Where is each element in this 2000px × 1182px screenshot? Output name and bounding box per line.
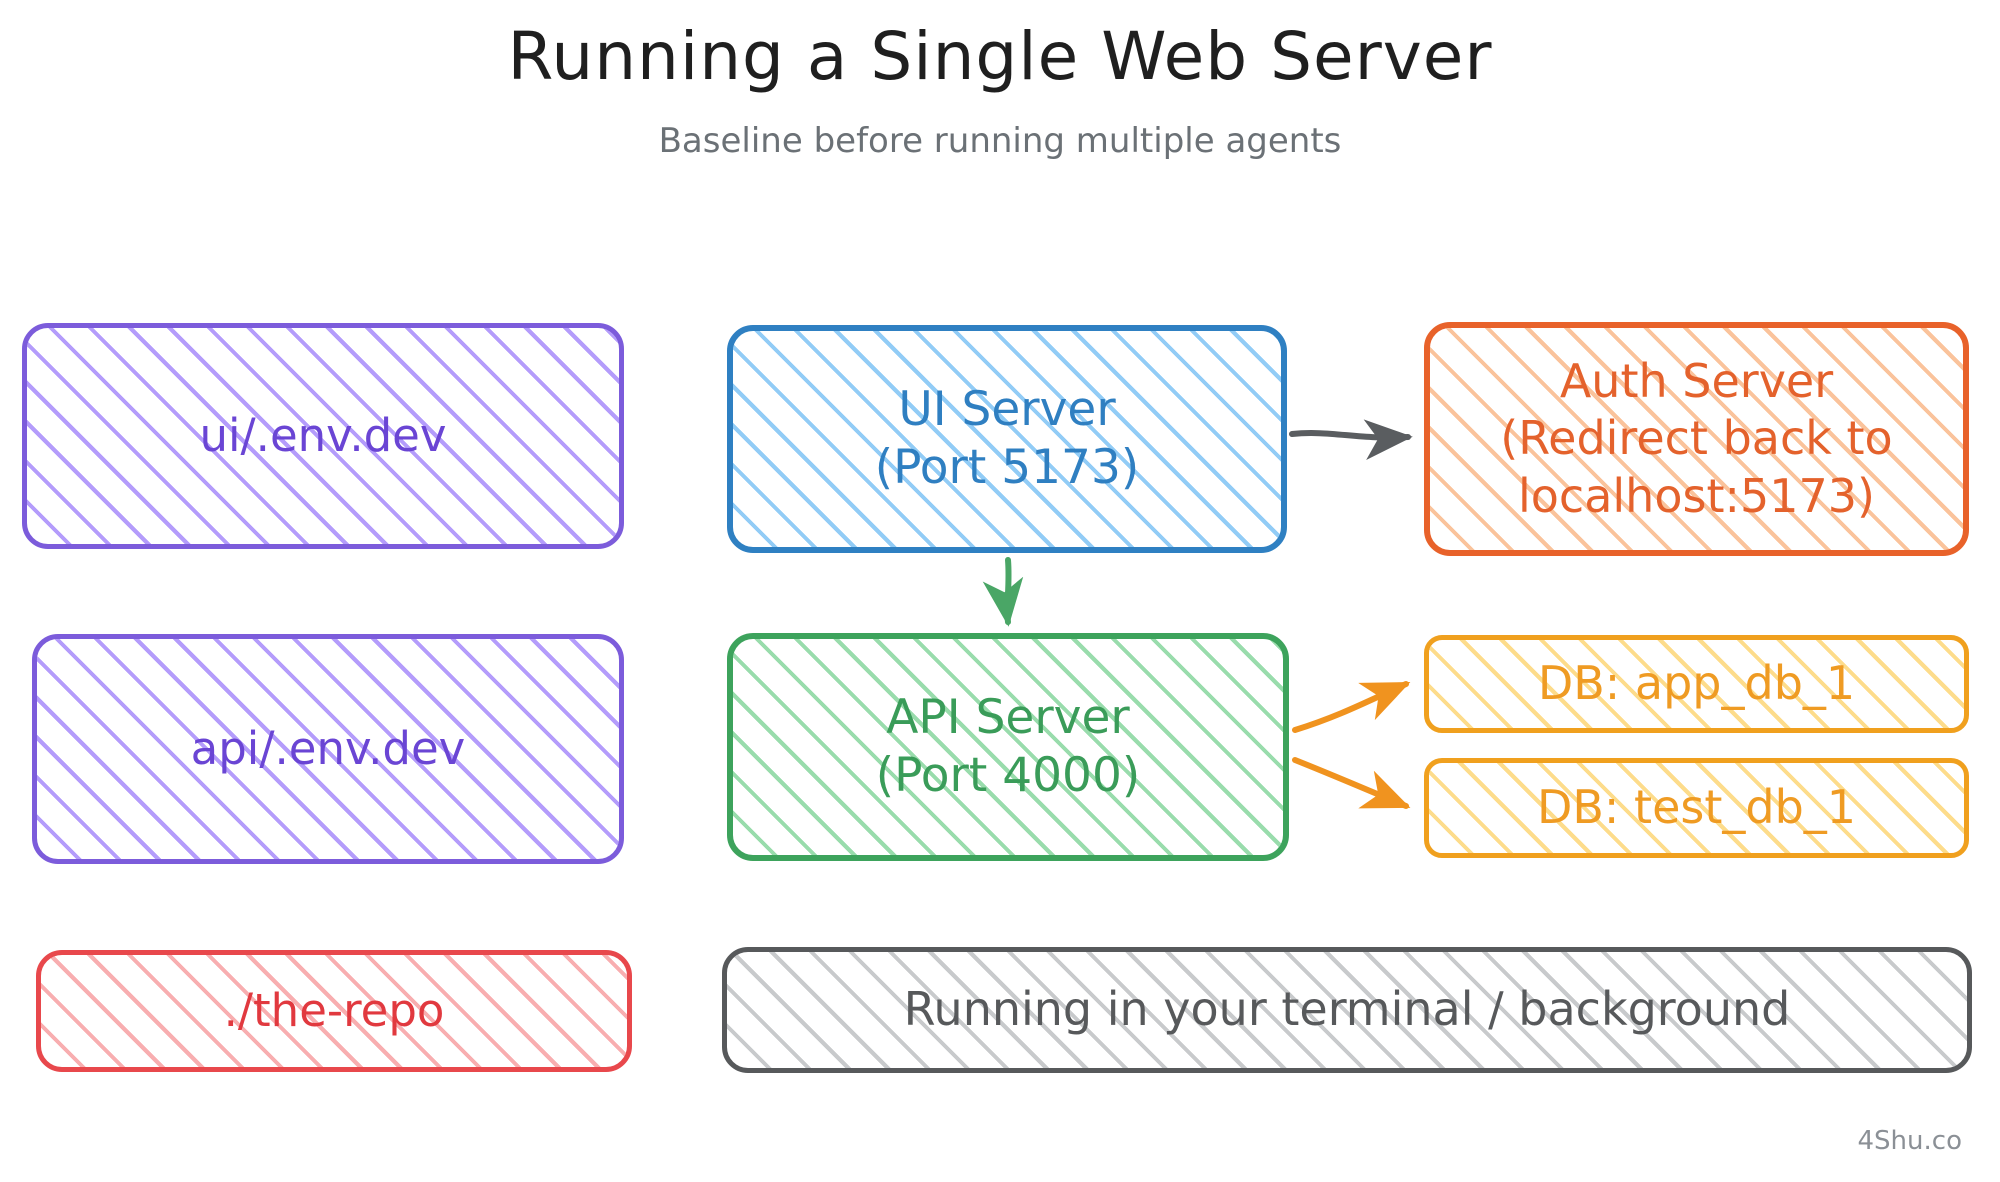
edge-ui-to-api — [982, 557, 1024, 627]
node-api-env-file[interactable]: api/.env.dev — [32, 634, 624, 864]
node-terminal-background-label: Running in your terminal / background — [903, 982, 1791, 1037]
node-terminal-background[interactable]: Running in your terminal / background — [722, 947, 1972, 1073]
edge-ui-to-auth — [1289, 419, 1413, 461]
node-auth-server[interactable]: Auth Server (Redirect back to localhost:… — [1424, 322, 1969, 556]
page-subtitle: Baseline before running multiple agents — [658, 121, 1342, 161]
node-ui-server[interactable]: UI Server (Port 5173) — [727, 325, 1287, 553]
node-repo-label: ./the-repo — [223, 984, 445, 1038]
page-title: Running a Single Web Server — [507, 18, 1493, 95]
edge-api-to-db-app — [1292, 681, 1411, 733]
node-db-test-label: DB: test_db_1 — [1536, 780, 1857, 835]
node-repo[interactable]: ./the-repo — [36, 950, 632, 1072]
node-api-env-file-label: api/.env.dev — [190, 722, 466, 776]
node-ui-env-file[interactable]: ui/.env.dev — [22, 323, 624, 549]
diagram-header: Running a Single Web Server Baseline bef… — [0, 0, 2000, 161]
node-db-app-label: DB: app_db_1 — [1537, 656, 1856, 711]
node-ui-server-label: UI Server (Port 5173) — [874, 381, 1140, 495]
node-api-server-label: API Server (Port 4000) — [875, 689, 1141, 803]
node-db-test[interactable]: DB: test_db_1 — [1424, 758, 1969, 858]
node-db-app[interactable]: DB: app_db_1 — [1424, 635, 1969, 733]
node-auth-server-label: Auth Server (Redirect back to localhost:… — [1500, 354, 1893, 523]
node-ui-env-file-label: ui/.env.dev — [199, 409, 447, 463]
watermark: 4Shu.co — [1857, 1126, 1962, 1156]
edge-api-to-db-test — [1292, 757, 1411, 809]
node-api-server[interactable]: API Server (Port 4000) — [727, 633, 1289, 861]
